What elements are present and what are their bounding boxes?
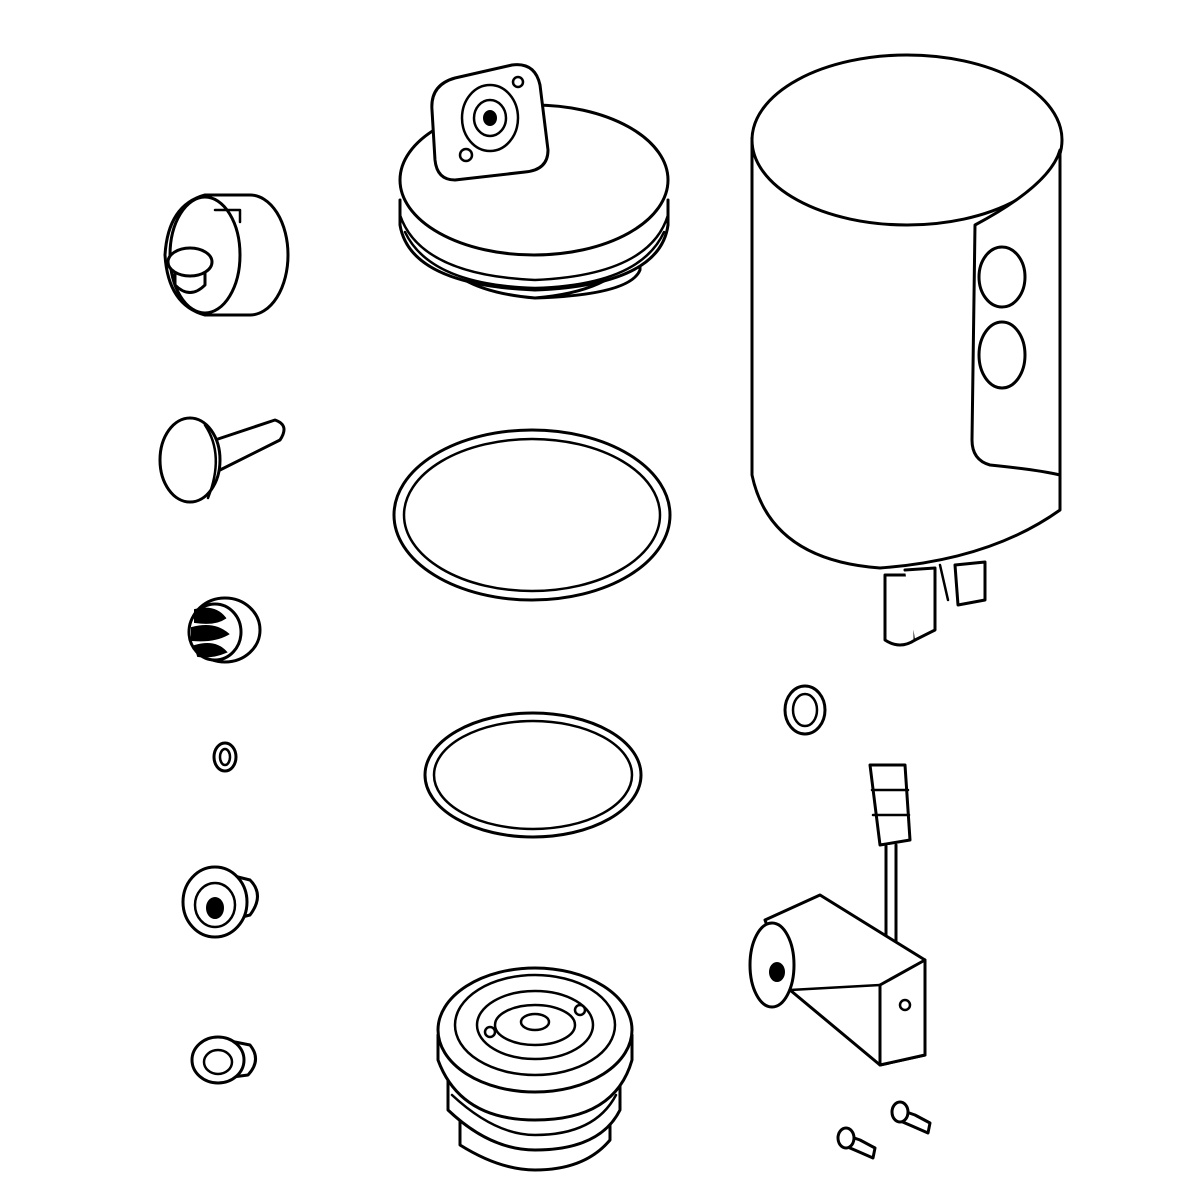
strainer-housing (438, 968, 632, 1170)
small-o-ring-inner (220, 749, 230, 765)
screws (838, 1102, 930, 1158)
sensor-housing (752, 55, 1062, 645)
cartridge-plug (165, 195, 288, 315)
solenoid-valve (750, 765, 925, 1065)
small-o-ring (214, 743, 236, 771)
large-o-ring (394, 430, 670, 600)
valve-seat-small (192, 1037, 256, 1083)
spring (189, 598, 260, 662)
piston-pin (160, 418, 284, 502)
valve-seat-large (183, 867, 258, 937)
medium-o-ring (425, 713, 641, 837)
cap-with-flange (400, 65, 668, 298)
connector-o-ring (785, 686, 825, 734)
